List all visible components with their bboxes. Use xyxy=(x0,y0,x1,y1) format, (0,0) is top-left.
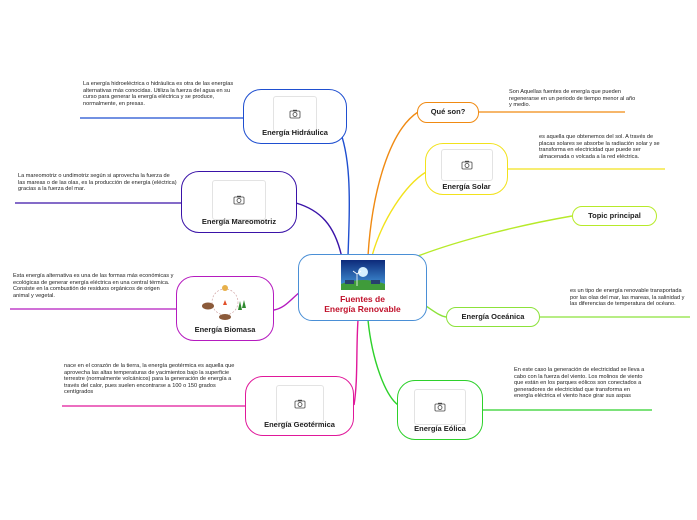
link-biomasa xyxy=(273,291,301,311)
node-label: Energía Mareomotriz xyxy=(201,217,277,226)
node-label: Energía Oceánica xyxy=(461,312,525,321)
link-eolica xyxy=(367,319,399,406)
note-hidraulica: La energía hidroeléctrica o hidráulica e… xyxy=(83,81,234,107)
node-topic-principal[interactable]: Topic principal xyxy=(572,206,657,226)
node-energia-biomasa[interactable]: Energía Biomasa xyxy=(176,276,274,341)
link-que-son xyxy=(367,111,419,257)
note-oceanica: es un tipo de energía renovable transpor… xyxy=(570,288,685,308)
note-biomasa: Esta energía alternativa es una de las f… xyxy=(13,273,174,299)
note-que-son: Son Aquellas fuentes de energía que pued… xyxy=(509,89,636,109)
node-que-son[interactable]: Qué son? xyxy=(417,102,479,123)
node-energia-eolica[interactable]: Energía Eólica xyxy=(397,380,483,440)
image-placeholder xyxy=(212,180,266,220)
node-label: Topic principal xyxy=(588,211,641,220)
node-label: Energía Biomasa xyxy=(194,325,256,334)
node-energia-mareomotriz[interactable]: Energía Mareomotriz xyxy=(181,171,297,233)
link-topic xyxy=(417,215,573,257)
node-energia-solar[interactable]: Energía Solar xyxy=(425,143,508,195)
node-label: Energía Solar xyxy=(442,182,491,191)
node-energia-hidraulica[interactable]: Energía Hidráulica xyxy=(243,89,347,144)
image-placeholder xyxy=(440,149,493,181)
node-label: Qué son? xyxy=(430,107,466,116)
node-energia-oceanica[interactable]: Energía Oceánica xyxy=(446,307,540,327)
note-mareomotriz: La mareomotriz o undimotriz según si apr… xyxy=(18,173,177,193)
image-placeholder xyxy=(275,385,324,423)
central-title-line1: Fuentes de xyxy=(340,294,385,304)
link-oceanica xyxy=(425,305,447,318)
solar-landscape-icon xyxy=(341,260,385,290)
note-geotermica: nace en el corazón de la tierra, la ener… xyxy=(64,363,235,396)
camera-icon xyxy=(461,160,472,170)
camera-icon xyxy=(294,399,305,409)
link-geotermica xyxy=(353,319,359,406)
camera-icon xyxy=(233,195,245,205)
note-eolica: En este caso la generación de electricid… xyxy=(514,367,645,400)
node-label: Energía Eólica xyxy=(414,424,466,433)
central-title-line2: Energía Renovable xyxy=(324,304,401,314)
camera-icon xyxy=(434,402,446,412)
node-label: Energía Geotérmica xyxy=(264,420,335,429)
image-placeholder xyxy=(414,389,466,425)
image-placeholder xyxy=(273,96,317,132)
node-energia-geotermica[interactable]: Energía Geotérmica xyxy=(245,376,354,436)
link-mareomotriz xyxy=(295,202,343,259)
link-solar xyxy=(371,171,427,257)
biomass-cycle-icon xyxy=(202,285,246,320)
central-topic-title: Fuentes de Energía Renovable xyxy=(299,294,426,314)
node-label: Energía Hidráulica xyxy=(262,128,328,137)
central-topic[interactable]: Fuentes de Energía Renovable xyxy=(298,254,427,321)
note-solar: es aquella que obtenemos del sol. A trav… xyxy=(539,134,660,160)
camera-icon xyxy=(289,109,301,119)
